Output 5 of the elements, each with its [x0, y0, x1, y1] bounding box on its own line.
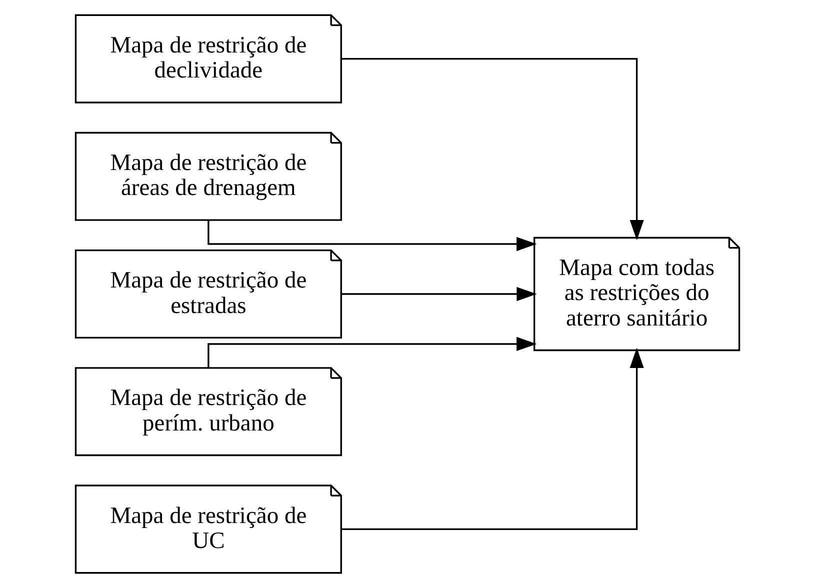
arrow: [341, 286, 536, 302]
arrow: [207, 336, 536, 368]
arrow: [207, 220, 536, 252]
arrow: [341, 348, 644, 530]
arrow: [341, 58, 644, 240]
